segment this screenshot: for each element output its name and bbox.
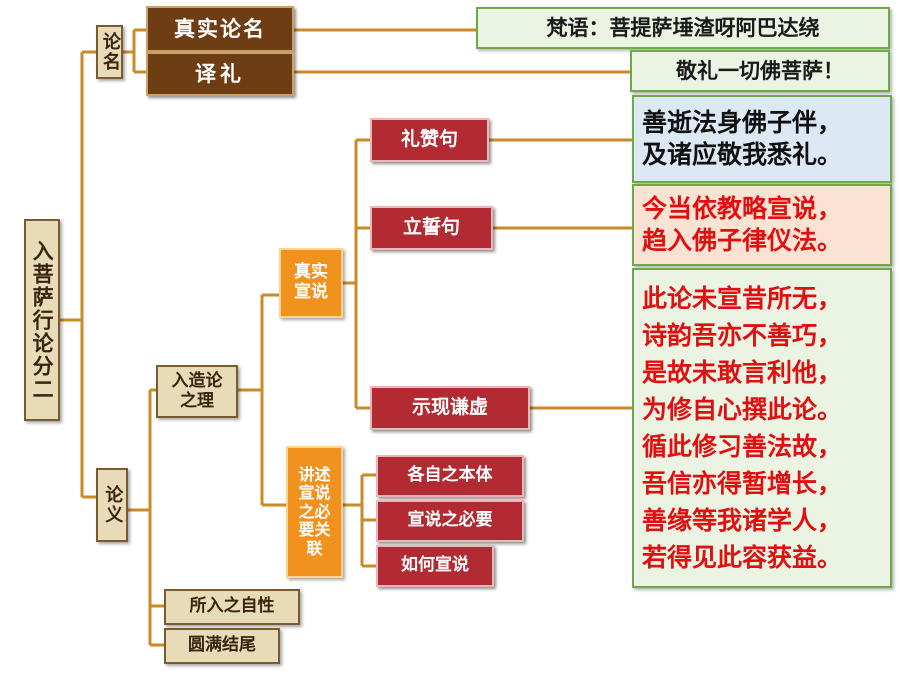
homage-verse-line-2: 及诸应敬我悉礼。	[642, 140, 843, 169]
vow-verse-line-1: 今当依教略宣说，	[642, 193, 843, 223]
homage-verse: 善逝法身佛子伴， 及诸应敬我悉礼。	[632, 95, 892, 183]
vow-verse-node: 立誓句	[370, 206, 493, 250]
sanskrit-title-note: 梵语：菩提萨埵渣呀阿巴达绕	[476, 7, 890, 49]
humility-verse-line-3: 是故未敢言利他，	[642, 358, 843, 387]
true-title-node: 真实论名	[146, 6, 294, 52]
root-node: 入菩萨行论分二	[24, 219, 60, 421]
true-speech-node: 真实宣说	[279, 248, 343, 318]
reason-node: 入造论之理	[156, 365, 238, 418]
vow-verse-line-2: 趋入佛子律仪法。	[642, 226, 843, 255]
homage-verse-line-1: 善逝法身佛子伴，	[642, 107, 843, 137]
translator-homage-node: 译礼	[146, 52, 294, 96]
praise-verse-node: 礼赞句	[370, 118, 489, 162]
humility-verse-line-2: 诗韵吾亦不善巧，	[642, 321, 843, 350]
humility-verse-line-8: 若得见此容获益。	[642, 543, 843, 572]
humility-verse-line-7: 善缘等我诸学人，	[642, 506, 843, 535]
homage-note: 敬礼一切佛菩萨！	[630, 50, 890, 92]
humility-node: 示现谦虚	[370, 386, 530, 430]
humility-verse-line-5: 循此修习善法故，	[642, 432, 843, 461]
humility-verse: 此论未宣昔所无， 诗韵吾亦不善巧， 是故未敢言利他， 为修自心撰此论。 循此修习…	[632, 268, 892, 588]
title-section-node: 论名	[96, 25, 123, 79]
relation-node: 讲述宣说之必要关联	[286, 446, 343, 578]
humility-verse-line-6: 吾信亦得暂增长，	[642, 469, 843, 498]
humility-verse-line-4: 为修自心撰此论。	[642, 395, 843, 424]
ending-node: 圆满结尾	[164, 628, 280, 664]
relation-method-node: 如何宣说	[376, 545, 494, 587]
body-section-node: 论义	[96, 468, 128, 542]
relation-nature-node: 各自之本体	[376, 455, 524, 497]
humility-verse-line-1: 此论未宣昔所无，	[642, 284, 843, 313]
relation-necessity-node: 宣说之必要	[376, 500, 524, 542]
nature-node: 所入之自性	[164, 589, 300, 625]
vow-verse: 今当依教略宣说， 趋入佛子律仪法。	[632, 184, 892, 266]
